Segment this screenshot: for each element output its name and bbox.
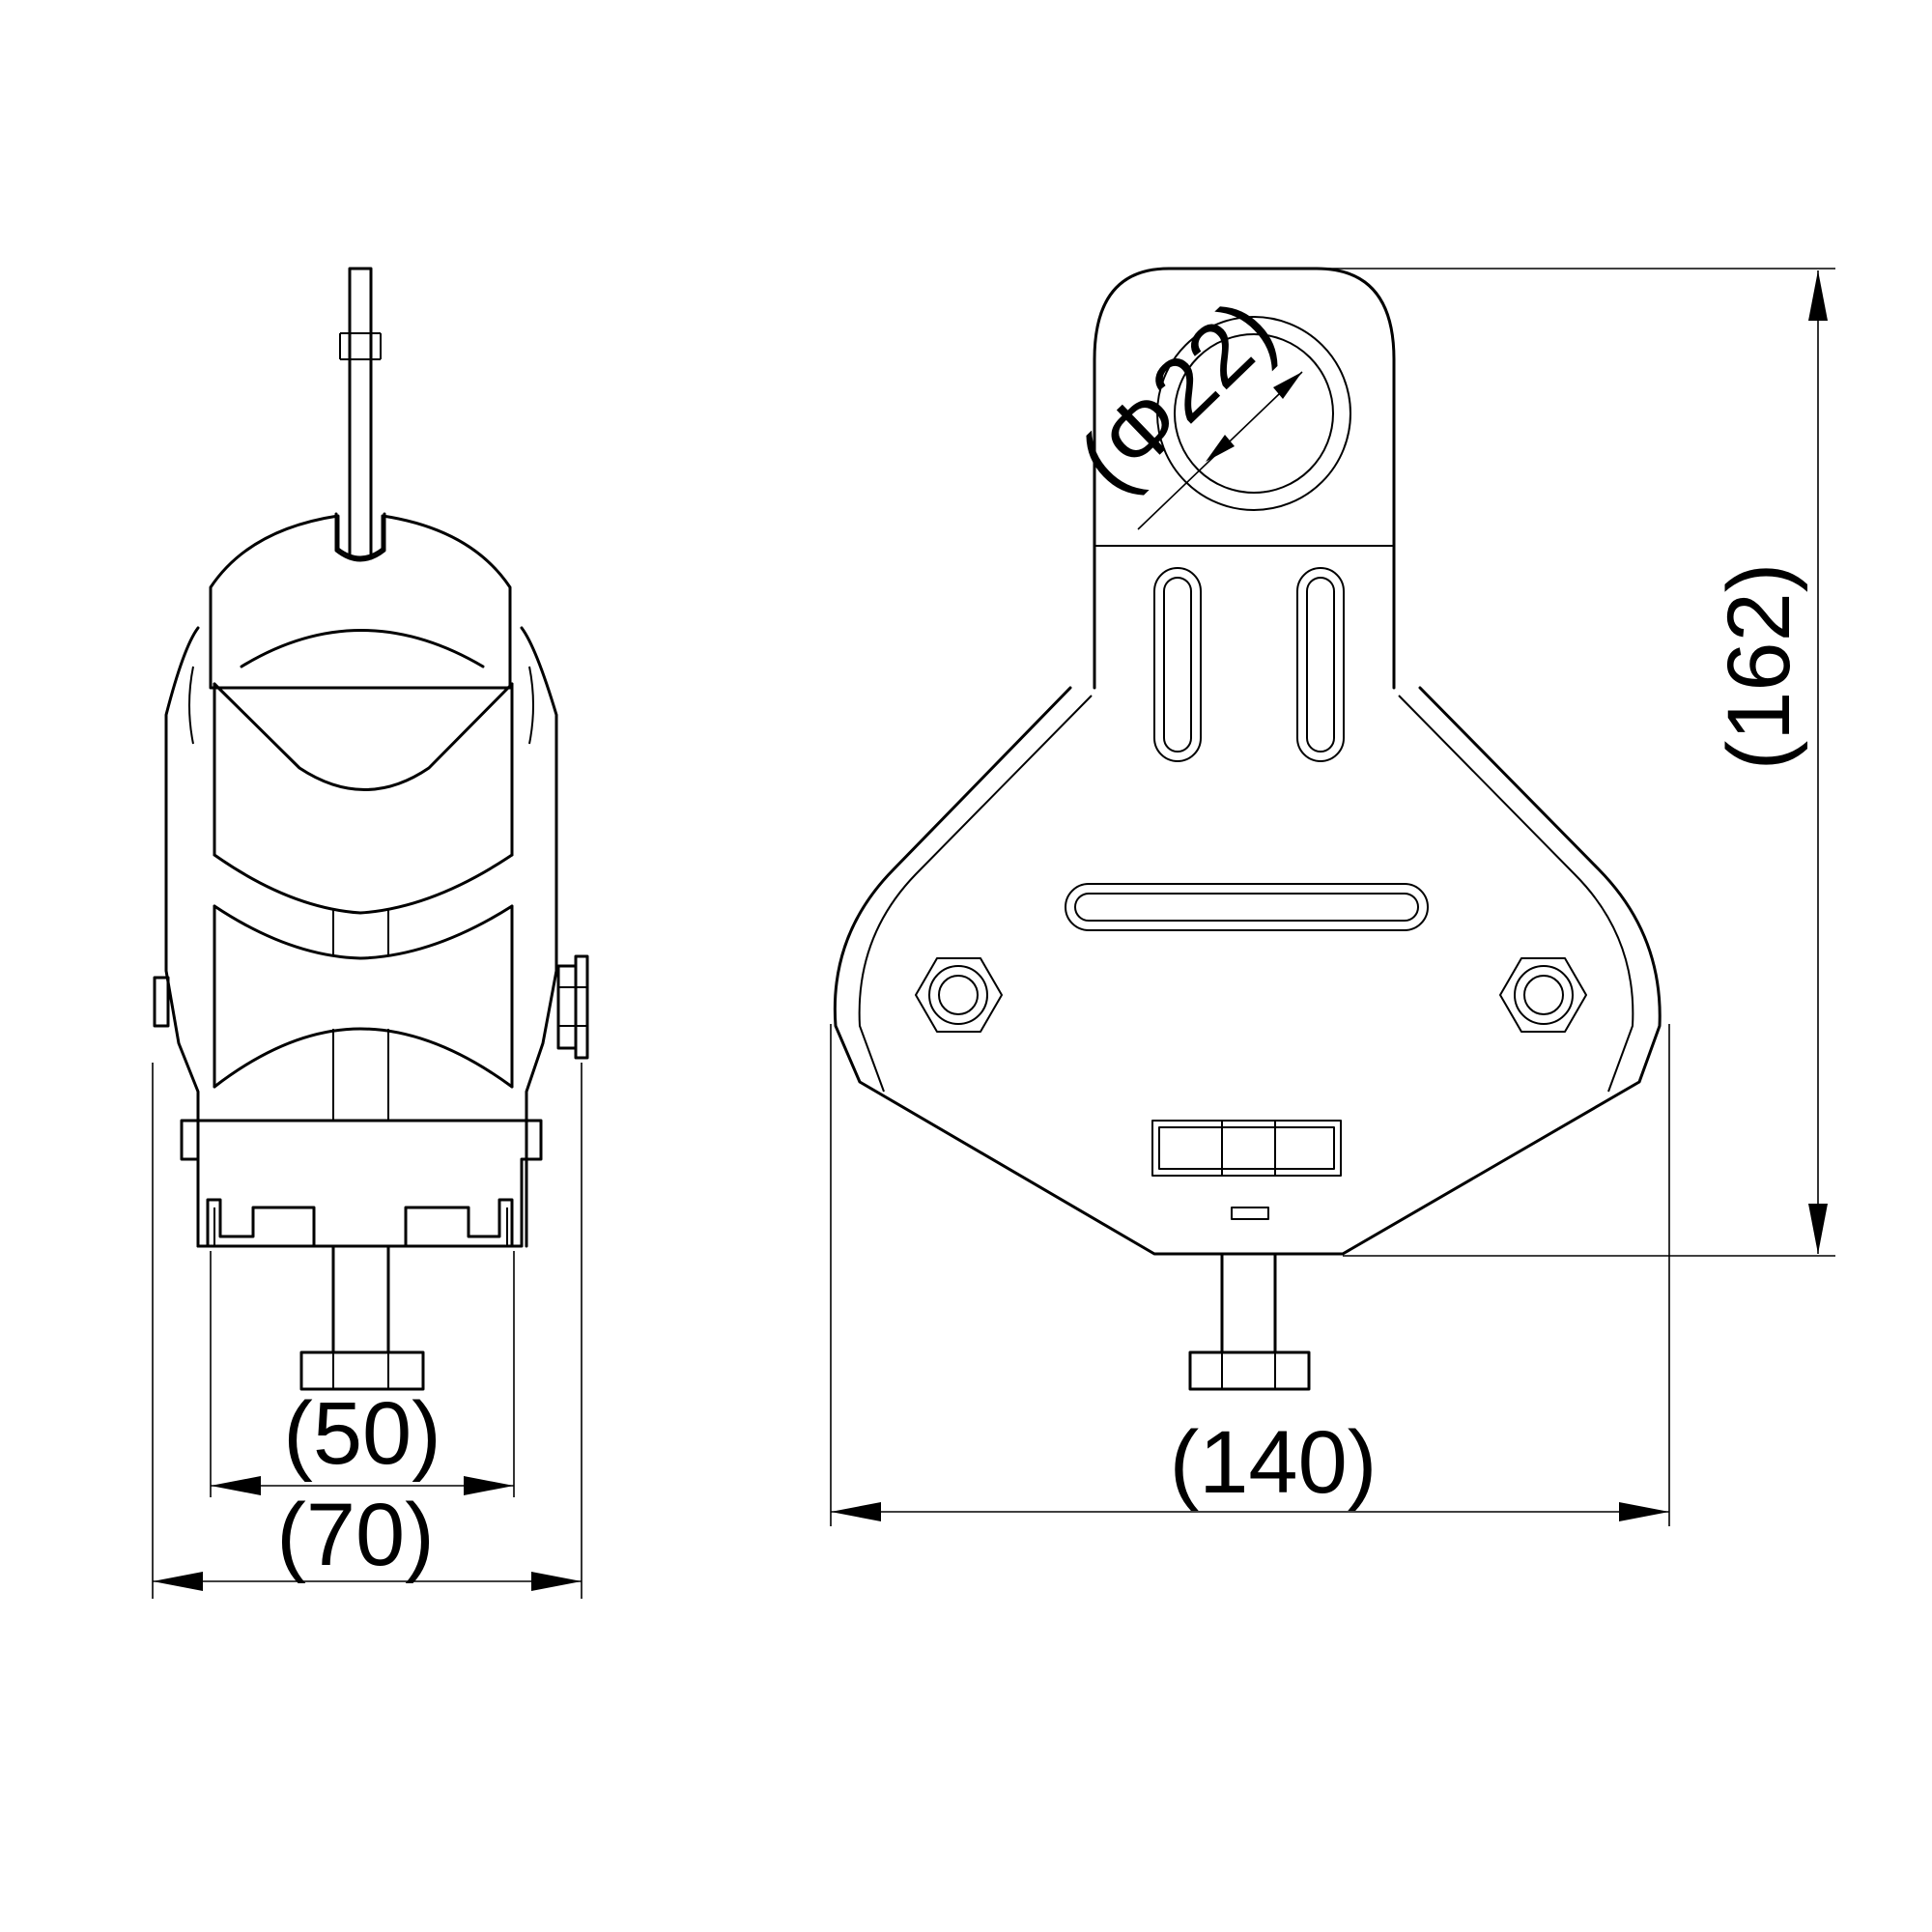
label-window xyxy=(1151,1120,1342,1220)
side-view-upper-sheave xyxy=(209,514,514,915)
dim-arrow-50-left xyxy=(211,1476,261,1495)
front-view-body xyxy=(833,686,1662,1256)
side-view-dimensions: (50) (70) xyxy=(152,1063,582,1599)
dim-arrow-140-left xyxy=(831,1502,881,1521)
dim-arrow-50-right xyxy=(464,1476,514,1495)
side-view-base xyxy=(180,1119,543,1248)
dim-arrow-70-left xyxy=(153,1572,203,1591)
mounting-hole xyxy=(1156,316,1351,511)
dim-arrow-162-top xyxy=(1808,270,1828,321)
adjustment-slot xyxy=(1065,883,1429,931)
side-view-bolt xyxy=(153,954,589,1060)
dim-label-70: (70) xyxy=(276,1486,435,1584)
front-view: (Φ22) (162) (140) xyxy=(830,267,1835,1526)
dim-arrow-162-bottom xyxy=(1808,1204,1828,1254)
front-view-tab xyxy=(1093,267,1396,762)
side-view: (50) (70) xyxy=(152,267,589,1599)
front-view-nut-right xyxy=(1499,957,1587,1033)
front-view-stud xyxy=(1188,1252,1311,1391)
dim-arrow-70-right xyxy=(531,1572,582,1591)
side-view-lug xyxy=(334,267,386,562)
dim-arrow-140-right xyxy=(1619,1502,1669,1521)
side-view-stud xyxy=(299,1244,425,1391)
dim-label-162: (162) xyxy=(1710,563,1808,771)
side-view-plates xyxy=(164,626,558,1248)
front-view-nut-left xyxy=(915,957,1003,1033)
dim-label-140: (140) xyxy=(1170,1413,1378,1512)
front-view-dimensions: (162) (140) xyxy=(830,268,1835,1526)
dim-label-50: (50) xyxy=(283,1384,441,1483)
side-view-lower-sheave xyxy=(213,904,514,1121)
